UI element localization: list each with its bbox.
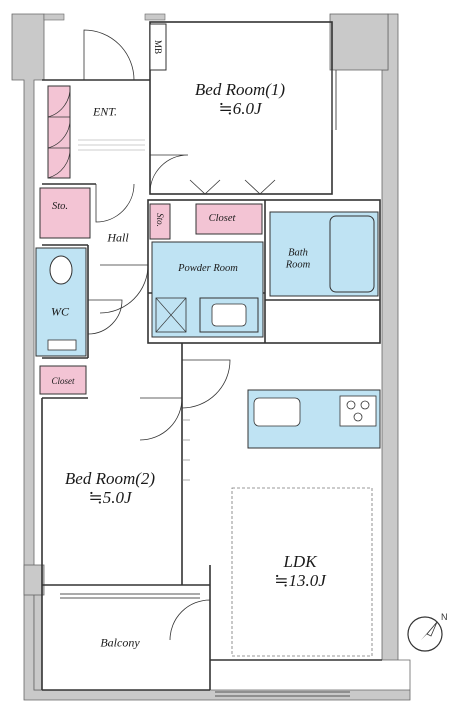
balcony-label: Balcony	[100, 635, 140, 650]
compass-icon: N	[407, 612, 448, 652]
bath-room-label: Bath Room	[278, 247, 318, 271]
toilet-icon	[49, 255, 73, 285]
powder-room-text: Powder Room	[178, 263, 238, 275]
meter-box	[149, 23, 167, 71]
ldk-rug-area	[231, 487, 373, 657]
bedroom1-name: Bed Room(1)	[194, 79, 286, 99]
closet-left-fill	[39, 365, 87, 395]
kitchen-sink-icon	[253, 397, 301, 427]
bedroom1-label: Bed Room(1) ≒6.0J	[195, 80, 285, 118]
door-swings	[83, 29, 231, 641]
bedroom2-label: Bed Room(2) ≒5.0J	[65, 469, 155, 507]
bedroom2-name: Bed Room(2)	[64, 468, 156, 488]
ldk-size: ≒13.0J	[274, 571, 326, 590]
ldk-name: LDK	[283, 551, 317, 571]
closet-top-fill	[195, 203, 263, 235]
compass-north-label: N	[441, 612, 448, 622]
hall-label: Hall	[107, 230, 129, 245]
entrance-shoe-cabinet	[47, 85, 71, 179]
bedroom2-size: ≒5.0J	[88, 488, 132, 507]
storage-small-fill	[149, 203, 171, 240]
storage-left-label: Sto.	[51, 201, 69, 213]
powder-room-label: Powder Room	[178, 263, 238, 275]
windows	[60, 70, 350, 697]
interior-walls	[41, 21, 382, 691]
storage-small-label: Sto.	[155, 213, 166, 227]
bathtub-icon	[329, 215, 375, 293]
bedroom1-size: ≒6.0J	[218, 99, 262, 118]
bath-room-text: Bath Room	[285, 247, 311, 270]
ldk-label: LDK ≒13.0J	[274, 552, 326, 590]
outer-walls	[11, 13, 411, 701]
wc-label: WC	[51, 304, 69, 319]
meter-box-label: MB	[153, 39, 164, 55]
stove-icon	[339, 395, 377, 427]
entrance-label: ENT.	[92, 104, 118, 119]
closet-left-label: Closet	[51, 375, 75, 386]
storage-left-fill	[39, 187, 91, 239]
closet-top-label: Closet	[208, 213, 236, 225]
